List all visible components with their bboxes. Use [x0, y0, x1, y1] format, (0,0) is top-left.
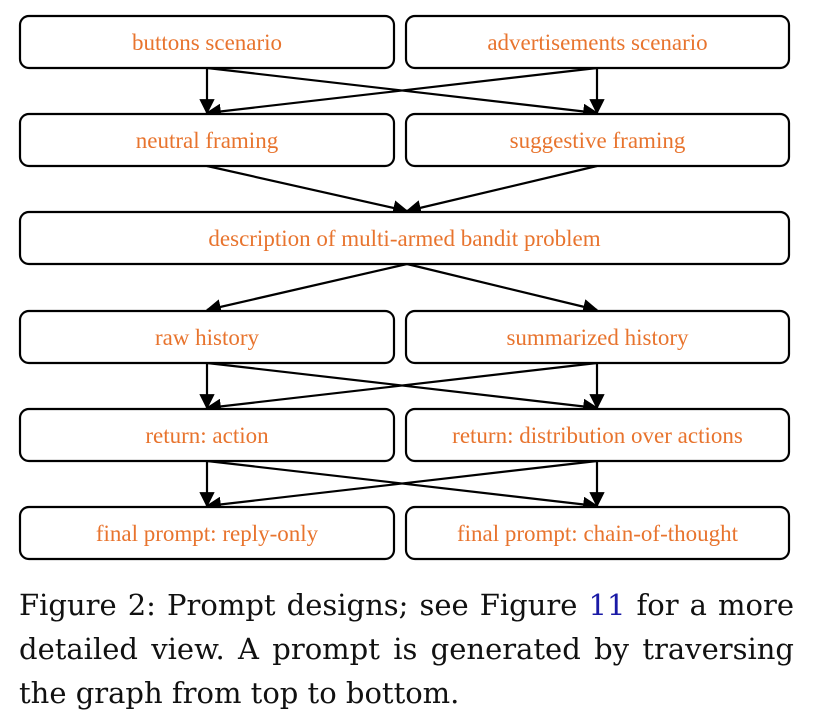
nodes: buttons scenario advertisements scenario n… — [18, 14, 791, 561]
node-buttons: buttons scenario — [18, 14, 396, 70]
edge-description-to-raw — [205, 262, 408, 315]
edge-description-to-summarized — [406, 262, 599, 315]
node-final-cot: final prompt: chain-of-thought — [404, 505, 791, 561]
node-label: neutral framing — [136, 128, 279, 153]
edge-ret-dist-to-final-reply — [205, 459, 598, 513]
node-suggestive: suggestive framing — [404, 112, 791, 168]
prompt-design-diagram: buttons scenario advertisements scenario n… — [18, 14, 791, 561]
node-box — [18, 112, 396, 168]
edges — [199, 66, 605, 513]
node-label: raw history — [155, 325, 260, 350]
edge-neutral-to-description — [206, 164, 409, 216]
node-box — [404, 14, 791, 70]
node-box — [404, 407, 791, 463]
node-box — [404, 505, 791, 561]
caption-figure-ref[interactable]: 11 — [588, 588, 626, 622]
caption-suffix: for a more detailed view. A prompt is ge… — [19, 588, 794, 710]
node-label: buttons scenario — [132, 30, 282, 55]
node-box — [404, 309, 791, 365]
node-raw: raw history — [18, 309, 396, 365]
node-label: description of multi-armed bandit proble… — [208, 226, 600, 251]
node-label: return: action — [145, 423, 269, 448]
node-ads: advertisements scenario — [404, 14, 791, 70]
node-ret-dist: return: distribution over actions — [404, 407, 791, 463]
node-box — [18, 309, 396, 365]
edge-summarized-to-ret-action — [205, 361, 598, 415]
node-label: suggestive framing — [510, 128, 686, 153]
node-summarized: summarized history — [404, 309, 791, 365]
node-label: advertisements scenario — [487, 30, 707, 55]
edge-ads-to-neutral — [205, 66, 598, 120]
node-box — [18, 407, 396, 463]
node-neutral: neutral framing — [18, 112, 396, 168]
node-ret-action: return: action — [18, 407, 396, 463]
node-box — [18, 505, 396, 561]
node-label: final prompt: reply-only — [96, 521, 319, 546]
node-box — [404, 112, 791, 168]
figure-caption: Figure 2: Prompt designs; see Figure 11 … — [19, 583, 794, 715]
node-label: final prompt: chain-of-thought — [457, 521, 739, 546]
node-description: description of multi-armed bandit proble… — [18, 210, 791, 266]
node-label: summarized history — [506, 325, 689, 350]
node-label: return: distribution over actions — [452, 423, 743, 448]
node-final-reply: final prompt: reply-only — [18, 505, 396, 561]
edge-suggestive-to-description — [405, 164, 598, 216]
caption-prefix: Figure 2: Prompt designs; see Figure — [19, 588, 589, 622]
node-box — [18, 14, 396, 70]
node-box — [18, 210, 791, 266]
